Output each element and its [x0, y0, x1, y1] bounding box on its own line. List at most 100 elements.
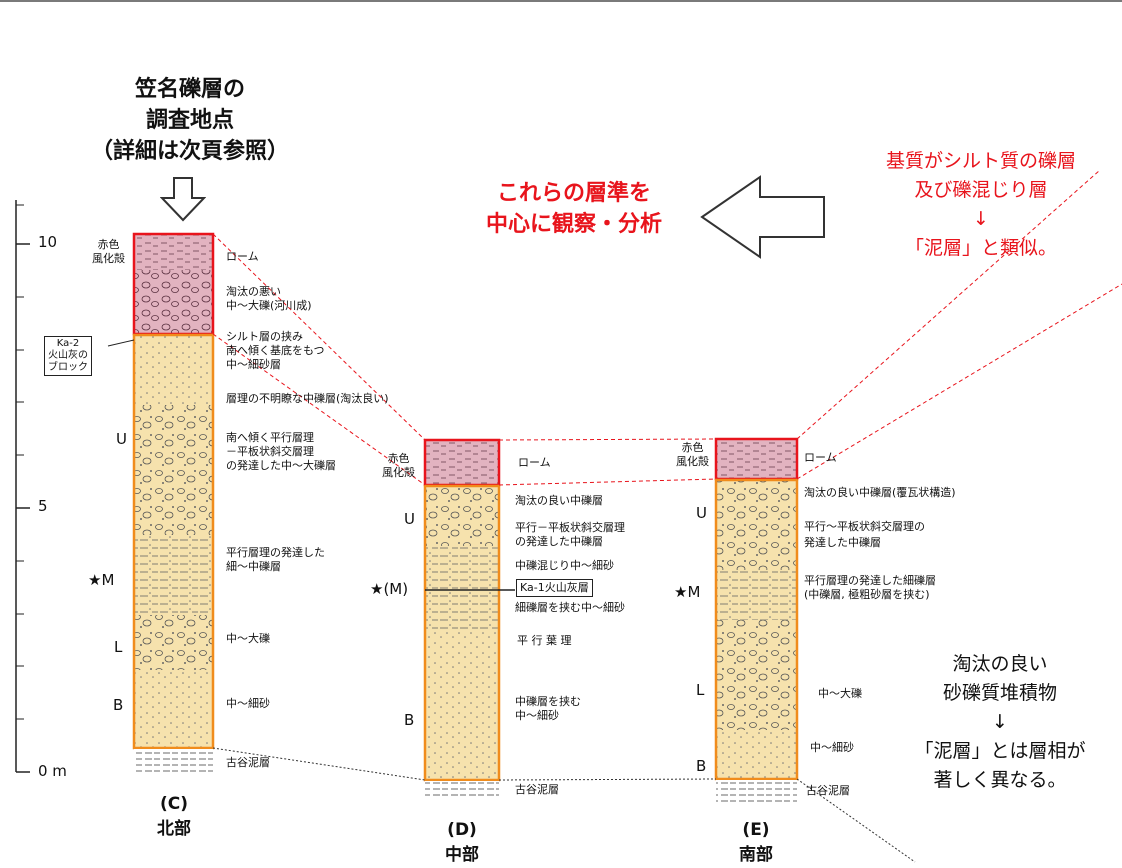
well-sorted-note-arrow: ↓ [992, 711, 1008, 733]
column-d-unit-m: ★(M) [370, 580, 409, 598]
scale-label-10: 10 [38, 233, 58, 251]
top-rule [0, 0, 1122, 2]
column-e-unit-b: B [696, 757, 707, 775]
column-c-desc-4: シルト層の挟み [226, 330, 303, 343]
well-sorted-note: 淘汰の良い 砂礫質堆積物 ↓ 「泥層」とは層相が 著しく異なる。 [880, 650, 1120, 795]
column-c-desc-14: 中～細砂 [226, 697, 270, 710]
column-c-desc-8: 南へ傾く平行層理 [226, 431, 314, 444]
column-c-ash-label-1: Ka-2 [56, 338, 80, 349]
red-callout-line-upper [796, 169, 1101, 440]
column-c-unit-l: L [114, 638, 123, 656]
column-d-desc-6: 細礫層を挟む中～細砂 [515, 601, 625, 614]
column-c-sand-base [134, 670, 213, 748]
survey-title-line-1: 笠名礫層の [134, 77, 245, 102]
column-e-caption: (E) 南部 [706, 818, 806, 868]
column-c-weathered-label-1: 赤色 [97, 238, 120, 251]
red-correlation-top-de [498, 438, 717, 441]
column-d-orange-frame [423, 484, 501, 782]
column-d-desc-9: 中～細砂 [515, 709, 559, 722]
column-c-unit-m: ★M [88, 571, 115, 589]
column-c-ash-label-2: 火山灰の [48, 350, 88, 361]
column-c-ash-label-3: ブロック [48, 362, 88, 373]
column-e-unit-l: L [696, 681, 705, 699]
column-d-well-sorted-gravel [425, 486, 499, 546]
column-c-coarse-gravel [134, 615, 213, 670]
column-c-ash-label: Ka-2 火山灰の ブロック [44, 336, 92, 376]
scale-label-5: 5 [38, 497, 48, 515]
column-d-desc-4: の発達した中礫層 [515, 535, 603, 548]
column-c-desc-2: 淘汰の悪い [226, 285, 281, 298]
column-d-desc-10: 古谷泥層 [515, 783, 559, 796]
survey-site-heading: 笠名礫層の 調査地点 （詳細は次頁参照） [50, 74, 330, 167]
column-d-desc-2: 淘汰の良い中礫層 [515, 494, 603, 507]
column-c-desc-5: 南へ傾く基底をもつ [226, 344, 325, 357]
column-e-orange-frame [714, 478, 799, 781]
column-c-weathered-label: 赤色 風化殻 [92, 238, 125, 266]
column-e-mudstone [716, 780, 797, 804]
column-e-imbricated-gravel [716, 480, 797, 570]
matrix-silt-note-line-2: 及び礫混じり層 [914, 179, 1048, 201]
ka2-pointer [107, 339, 135, 347]
column-c-sand-unit [134, 335, 213, 405]
column-d-desc-1: ローム [518, 456, 551, 469]
column-c-desc-3: 中～大礫(河川成) [226, 299, 312, 312]
column-e-desc-8: 中～細砂 [810, 741, 854, 754]
matrix-silt-note-arrow: ↓ [973, 208, 989, 230]
column-d-unit-b: B [404, 711, 415, 729]
red-correlation-base-cd [212, 333, 426, 486]
column-d-code: (D) [447, 820, 477, 840]
column-d-desc-8: 中礫層を挟む [515, 695, 581, 708]
column-c-desc-6: 中～細砂層 [226, 358, 281, 371]
column-c-laminated-gravel [134, 535, 213, 615]
matrix-silt-note-line-1: 基質がシルト質の礫層 [885, 150, 1076, 172]
column-d-unit-u: U [404, 510, 415, 528]
column-e-weathered-label: 赤色 風化殻 [676, 441, 709, 469]
left-arrow-icon [700, 175, 825, 259]
column-e-desc-9: 古谷泥層 [806, 784, 850, 797]
column-e-weathered-label-2: 風化殻 [676, 455, 709, 468]
column-d-desc-3: 平行－平板状斜交層理 [515, 521, 625, 534]
column-e-desc-7: 中～大礫 [818, 687, 862, 700]
focus-line-2: 中心に観察・分析 [485, 212, 662, 237]
column-c-region: 北部 [157, 819, 191, 839]
column-c-weathered-label-2: 風化殻 [92, 252, 125, 265]
column-e-region: 南部 [739, 845, 773, 865]
column-e-coarse-gravel [716, 620, 797, 730]
column-d-region: 中部 [445, 845, 479, 865]
column-c-desc-9: －平板状斜交層理 [226, 445, 314, 458]
column-e-desc-5: 平行層理の発達した細礫層 [804, 574, 936, 587]
column-d-weathered-label-2: 風化殻 [382, 466, 415, 479]
column-e-loam [716, 439, 797, 479]
column-c-mudstone [134, 749, 213, 773]
red-correlation-base-de [498, 478, 717, 486]
well-sorted-note-line-2: 砂礫質堆積物 [942, 682, 1057, 704]
scale-label-0: 0 m [38, 762, 67, 780]
column-e-desc-1: ローム [804, 451, 837, 464]
column-d-weathered-label-1: 赤色 [387, 452, 410, 465]
focus-heading: これらの層準を 中心に観察・分析 [464, 178, 684, 240]
focus-line-1: これらの層準を [496, 181, 651, 206]
column-c-desc-7: 層理の不明瞭な中礫層(淘汰良い) [226, 392, 389, 405]
down-arrow-icon [160, 177, 206, 222]
column-c-desc-11: 平行層理の発達した [226, 546, 325, 559]
column-d-desc-7: 平 行 葉 理 [517, 634, 572, 647]
column-c-desc-10: の発達した中～大礫層 [226, 459, 336, 472]
column-c-unit-u: U [116, 430, 127, 448]
column-e-desc-3: 平行～平板状斜交層理の [804, 520, 925, 533]
column-c-desc-13: 中～大礫 [226, 632, 270, 645]
column-e-code: (E) [742, 820, 770, 840]
column-e-unit-u: U [696, 504, 707, 522]
column-e-laminated-unit [716, 570, 797, 620]
column-e-weathered-label-1: 赤色 [681, 441, 704, 454]
base-correlation-de [498, 778, 717, 781]
well-sorted-note-line-1: 淘汰の良い [952, 653, 1048, 675]
column-c-unit-b: B [113, 696, 124, 714]
column-c-code: (C) [159, 794, 188, 814]
red-callout-line-lower [796, 283, 1122, 480]
column-d-mudstone [425, 781, 499, 799]
column-e-desc-6: (中礫層, 極粗砂層を挟む) [804, 588, 930, 601]
column-e-unit-m: ★M [674, 583, 701, 601]
column-c-desc-15: 古谷泥層 [226, 756, 270, 769]
column-e-desc-4: 発達した中礫層 [804, 536, 881, 549]
